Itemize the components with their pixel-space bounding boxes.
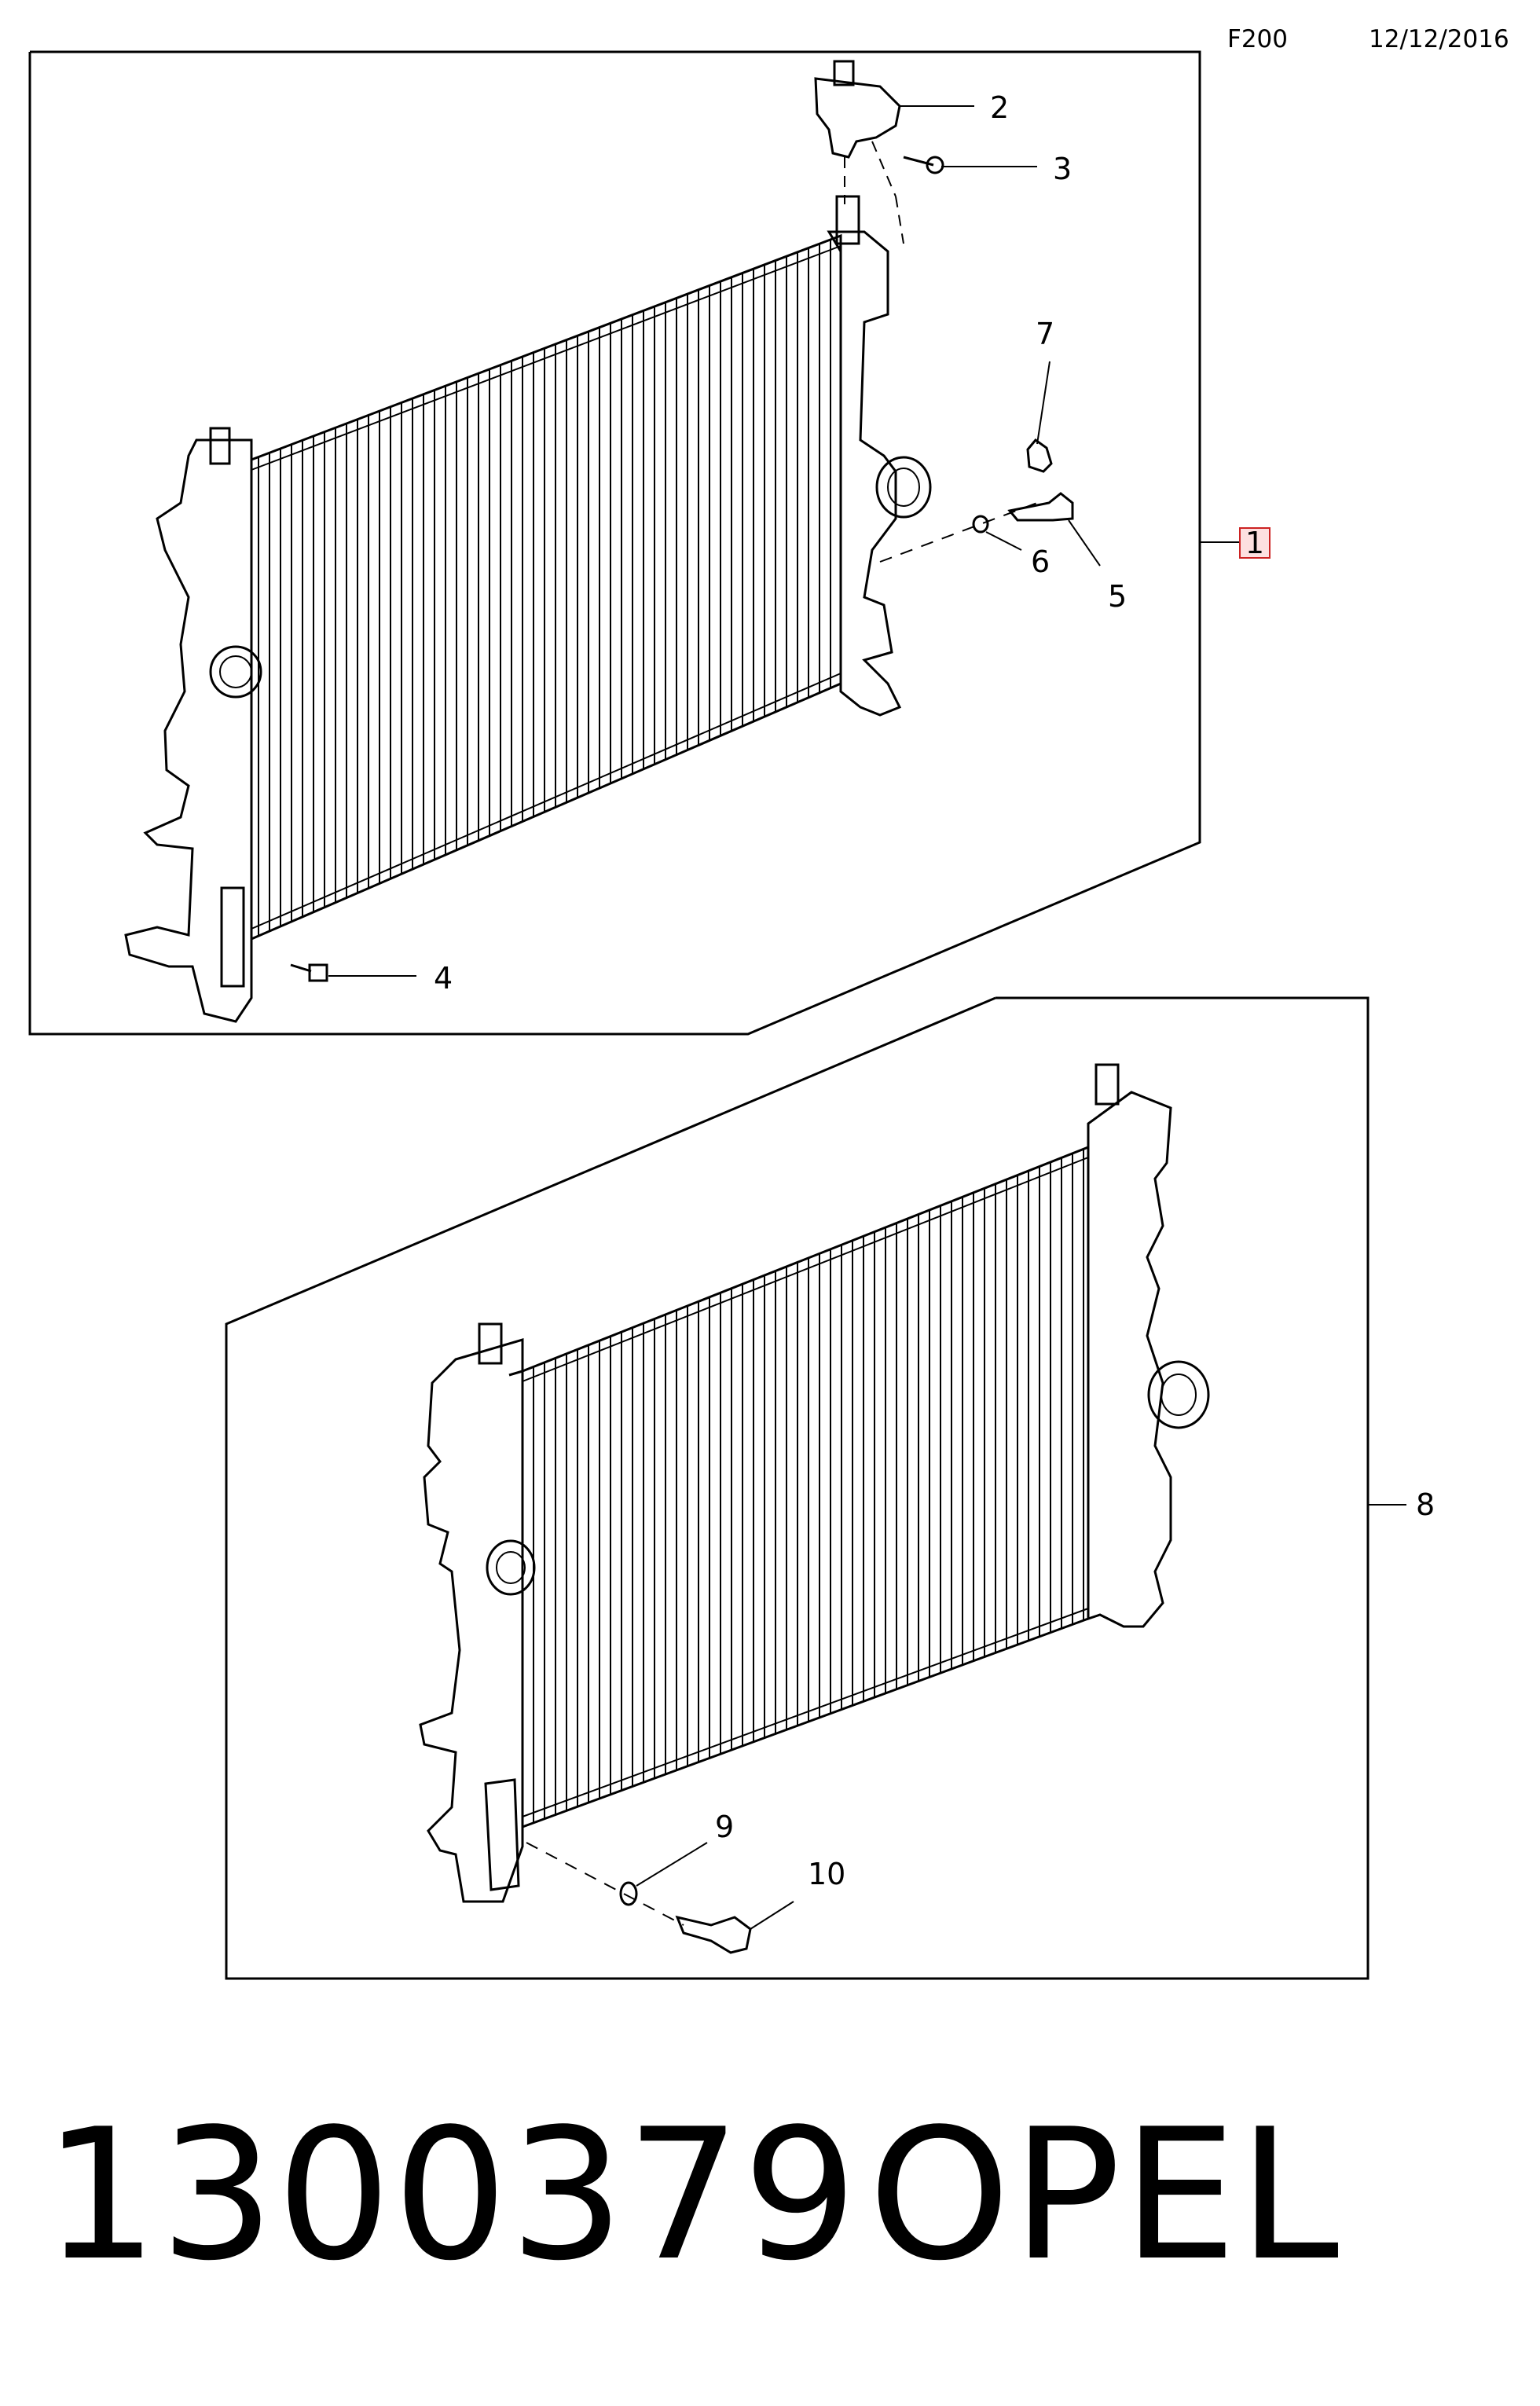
screw-part [903, 156, 944, 174]
callout-6: 6 [1031, 545, 1050, 579]
callout-9: 9 [715, 1810, 734, 1844]
bracket-part [814, 60, 904, 244]
sensor-parts [879, 438, 1074, 563]
callout-10: 10 [808, 1857, 845, 1891]
callout-2: 2 [990, 90, 1009, 125]
leader-lines-lower [636, 1504, 1406, 1930]
right-tank-lower [1087, 1063, 1210, 1628]
o-ring-and-plug-parts [526, 1842, 752, 1954]
callout-4: 4 [434, 961, 453, 996]
item-1-highlight-box [1239, 527, 1270, 559]
radiator-core-lower [508, 1145, 1090, 1829]
callout-7: 7 [1036, 317, 1054, 351]
left-tank-upper [124, 427, 262, 1023]
page-date: 12/12/2016 [1369, 25, 1509, 53]
drain-plug-part [290, 963, 328, 982]
radiator-core-upper [250, 233, 842, 941]
brand-name: OPEL [868, 2091, 1341, 2301]
callout-8: 8 [1416, 1487, 1435, 1522]
upper-assembly-frame [28, 50, 1201, 1036]
lower-assembly-frame [225, 996, 1370, 1980]
callout-5: 5 [1108, 579, 1127, 614]
callout-3: 3 [1053, 152, 1072, 186]
left-tank-lower [419, 1322, 536, 1903]
right-tank-upper [827, 195, 932, 717]
page-code: F200 [1227, 25, 1289, 53]
callout-1: 1 [1245, 526, 1264, 560]
part-number: 1300379 [43, 2091, 860, 2301]
leader-lines-upper [328, 105, 1240, 977]
